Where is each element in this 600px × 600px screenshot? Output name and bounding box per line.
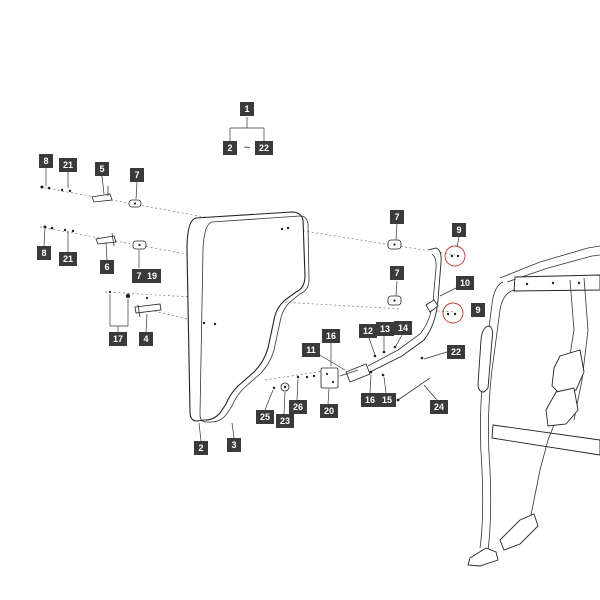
hardware-parts (40, 185, 466, 324)
svg-text:17: 17 (113, 334, 123, 344)
svg-text:5: 5 (99, 164, 104, 174)
svg-text:8: 8 (41, 248, 46, 258)
callout-17: 17 (109, 332, 127, 346)
callout-10: 10 (456, 276, 474, 290)
callout-19: 19 (143, 269, 161, 283)
callout-21-upper: 21 (59, 158, 77, 172)
callout-20: 20 (320, 404, 338, 418)
svg-text:23: 23 (280, 416, 290, 426)
svg-text:19: 19 (147, 271, 157, 281)
range-tilde: ~ (244, 142, 250, 154)
highlight-ring-lower (442, 302, 464, 324)
svg-text:14: 14 (398, 323, 408, 333)
callout-14: 14 (394, 321, 412, 335)
callout-15: 15 (378, 393, 396, 407)
callout-6: 6 (100, 260, 114, 274)
callout-24: 24 (430, 400, 448, 414)
callout-8-upper: 8 (39, 154, 53, 168)
svg-text:10: 10 (460, 278, 470, 288)
callout-7-lower-right: 7 (390, 266, 404, 280)
svg-text:22: 22 (451, 347, 461, 357)
svg-text:26: 26 (293, 402, 303, 412)
svg-text:7: 7 (394, 268, 399, 278)
callout-2-glass: 2 (194, 441, 208, 455)
callout-16-lower: 16 (361, 393, 379, 407)
svg-text:8: 8 (43, 156, 48, 166)
svg-text:9: 9 (475, 305, 480, 315)
callout-2-range-start: 2 (223, 141, 237, 155)
svg-text:2: 2 (198, 443, 203, 453)
svg-text:21: 21 (63, 254, 73, 264)
door-glass-panel (186, 211, 310, 423)
svg-text:2: 2 (227, 143, 232, 153)
callout-3: 3 (227, 438, 241, 452)
svg-text:11: 11 (306, 345, 316, 355)
callout-11: 11 (302, 343, 320, 357)
callout-9-lower: 9 (471, 303, 485, 317)
callout-12: 12 (359, 324, 377, 338)
svg-text:4: 4 (143, 334, 148, 344)
callout-13: 13 (376, 322, 394, 336)
svg-text:15: 15 (382, 395, 392, 405)
callout-23: 23 (276, 414, 294, 428)
svg-text:7: 7 (394, 212, 399, 222)
svg-text:3: 3 (231, 440, 236, 450)
callout-21-lower: 21 (59, 252, 77, 266)
svg-text:12: 12 (363, 326, 373, 336)
svg-text:16: 16 (365, 395, 375, 405)
callout-22-range-end: 22 (255, 141, 273, 155)
svg-text:22: 22 (259, 143, 269, 153)
svg-text:9: 9 (456, 225, 461, 235)
svg-text:7: 7 (136, 271, 141, 281)
rod-assembly (272, 247, 442, 402)
callout-7-lower-left: 7 (132, 269, 146, 283)
callout-26: 26 (289, 400, 307, 414)
svg-text:24: 24 (434, 402, 444, 412)
callout-22-rod: 22 (447, 345, 465, 359)
svg-text:13: 13 (380, 324, 390, 334)
callout-1: 1 (240, 102, 254, 116)
svg-text:21: 21 (63, 160, 73, 170)
svg-text:20: 20 (324, 406, 334, 416)
callout-25: 25 (256, 410, 274, 424)
callout-8-lower: 8 (37, 246, 51, 260)
callout-16-upper: 16 (322, 329, 340, 343)
callout-9-upper: 9 (452, 223, 466, 237)
highlight-ring-upper (444, 245, 466, 267)
svg-text:6: 6 (104, 262, 109, 272)
leader-lines (43, 117, 460, 442)
svg-text:25: 25 (260, 412, 270, 422)
svg-text:1: 1 (244, 104, 249, 114)
cab-frame (467, 245, 600, 567)
callout-5: 5 (95, 162, 109, 176)
callout-4: 4 (139, 332, 153, 346)
callout-7-upper-right: 7 (390, 210, 404, 224)
svg-text:16: 16 (326, 331, 336, 341)
callout-7-upper-left: 7 (130, 168, 144, 182)
svg-text:7: 7 (134, 170, 139, 180)
